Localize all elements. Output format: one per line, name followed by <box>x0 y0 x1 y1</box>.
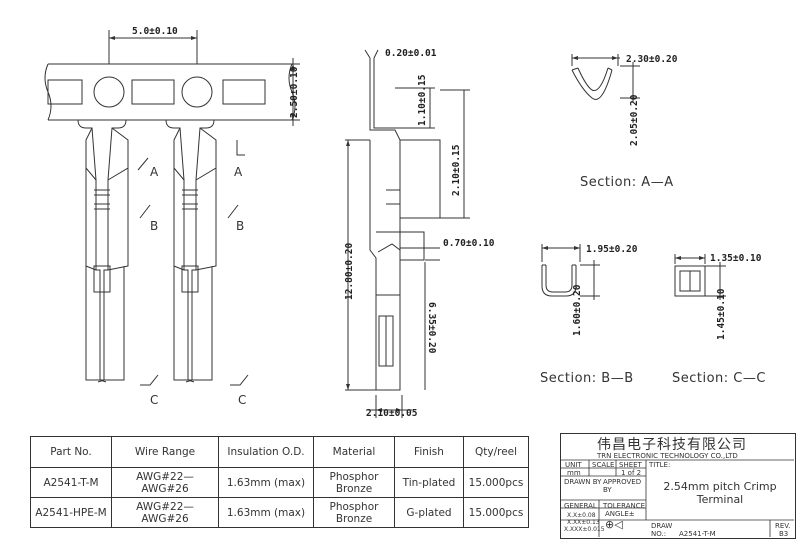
dim-pitch: 5.0±0.10 <box>132 26 178 37</box>
dim-overall: 12.80±0.20 <box>344 243 355 300</box>
spec-table: Part No. Wire Range Insulation O.D. Mate… <box>30 436 529 528</box>
cell-qty: 15.000pcs <box>463 497 529 528</box>
section-caption-b-b: Section: B—B <box>540 371 634 386</box>
cell-qty: 15.000pcs <box>463 467 529 498</box>
cell-wire-range: AWG#22—AWG#26 <box>111 497 219 528</box>
dim-bb-w: 1.95±0.20 <box>586 244 638 255</box>
section-c-c <box>674 265 706 297</box>
sheet-label: SHEET <box>619 461 642 469</box>
terminal-front-right <box>165 119 217 383</box>
header-part-no: Part No. <box>30 436 112 468</box>
rev-value: B3 <box>779 530 789 538</box>
header-insulation: Insulation O.D. <box>218 436 314 468</box>
dim-cc-w: 1.35±0.10 <box>710 253 762 264</box>
cut-label-c-right: C <box>238 393 246 407</box>
projection-icon: ⊕◁ <box>605 518 623 531</box>
scale-label: SCALE <box>592 461 615 469</box>
tolerance-3: X.XXX±0.015 <box>564 526 605 533</box>
pilot-hole-left <box>93 76 125 108</box>
header-qty: Qty/reel <box>463 436 529 468</box>
approved-by-label: APPROVED BY <box>603 478 642 494</box>
title-block-lines <box>560 459 794 537</box>
rev-label: REV. <box>775 522 791 530</box>
cell-insulation: 1.63mm (max) <box>218 497 314 528</box>
title-label: TITLE: <box>649 461 671 469</box>
header-material: Material <box>313 436 395 468</box>
header-finish: Finish <box>394 436 464 468</box>
header-wire-range: Wire Range <box>111 436 219 468</box>
general-label: GENERAL <box>564 502 597 510</box>
spec-header-row: Part No. Wire Range Insulation O.D. Mate… <box>30 436 529 468</box>
cell-part-no: A2541-HPE-M <box>30 497 112 528</box>
cut-label-a-left: A <box>150 165 159 179</box>
tolerance-2: X.XX±0.13 <box>567 519 600 526</box>
terminal-front-left <box>77 119 129 383</box>
drawing-title: 2.54mm pitch Crimp Terminal <box>663 480 777 506</box>
carrier-strip <box>44 63 296 121</box>
drawn-by-label: DRAWN BY <box>564 478 602 486</box>
company-name-en: TRN ELECTRONIC TECHNOLOGY CO.,LTD <box>597 452 738 460</box>
draw-no-label: DRAW NO.: <box>651 522 673 538</box>
section-caption-c-c: Section: C—C <box>672 371 766 386</box>
cell-part-no: A2541-T-M <box>30 467 112 498</box>
tolerance-1: X.X±0.08 <box>567 512 596 519</box>
dim-0-70: 0.70±0.10 <box>443 238 495 249</box>
dim-aa-w: 2.30±0.20 <box>626 54 678 65</box>
draw-no-value: A2541-T-M <box>679 530 716 538</box>
cell-material: Phosphor Bronze <box>313 497 395 528</box>
cell-finish: Tin-plated <box>394 467 464 498</box>
title-block: 伟昌电子科技有限公司 TRN ELECTRONIC TECHNOLOGY CO.… <box>560 433 796 539</box>
dim-bb-h: 1.60±0.20 <box>572 284 583 336</box>
dim-1-10: 1.10±0.15 <box>417 74 428 126</box>
angle-label: ANGLE± <box>605 510 635 518</box>
sheet-value: 1 of 2 <box>621 469 642 477</box>
cut-label-b-left: B <box>150 219 158 233</box>
dim-thickness: 0.20±0.01 <box>385 48 437 59</box>
tolerance-label: TOLERANCE <box>603 502 646 510</box>
dim-2-10-w: 2.10±0.05 <box>366 408 418 419</box>
company-name-cn: 伟昌电子科技有限公司 <box>597 437 747 453</box>
cut-label-b-right: B <box>236 219 244 233</box>
cell-insulation: 1.63mm (max) <box>218 467 314 498</box>
carrier-slot <box>131 79 175 105</box>
unit-label: UNIT <box>565 461 582 469</box>
unit-value: mm <box>567 469 581 477</box>
cell-material: Phosphor Bronze <box>313 467 395 498</box>
table-row: A2541-HPE-M AWG#22—AWG#26 1.63mm (max) P… <box>30 497 529 528</box>
dim-2-10: 2.10±0.15 <box>451 144 462 196</box>
dim-carrier-height: 2.50±0.10 <box>289 66 300 118</box>
cut-label-a-right: A <box>234 165 243 179</box>
cell-wire-range: AWG#22—AWG#26 <box>111 467 219 498</box>
section-caption-a-a: Section: A—A <box>580 175 674 190</box>
pilot-hole-right <box>181 76 213 108</box>
dim-aa-h: 2.05±0.20 <box>629 94 640 146</box>
cut-label-c-left: C <box>150 393 158 407</box>
table-row: A2541-T-M AWG#22—AWG#26 1.63mm (max) Pho… <box>30 467 529 498</box>
dim-6-35: 6.35±0.20 <box>426 302 437 354</box>
dim-cc-h: 1.45±0.10 <box>716 288 727 340</box>
section-a-a <box>571 67 613 100</box>
side-view <box>369 58 441 391</box>
section-b-b <box>541 264 577 297</box>
cell-finish: G-plated <box>394 497 464 528</box>
